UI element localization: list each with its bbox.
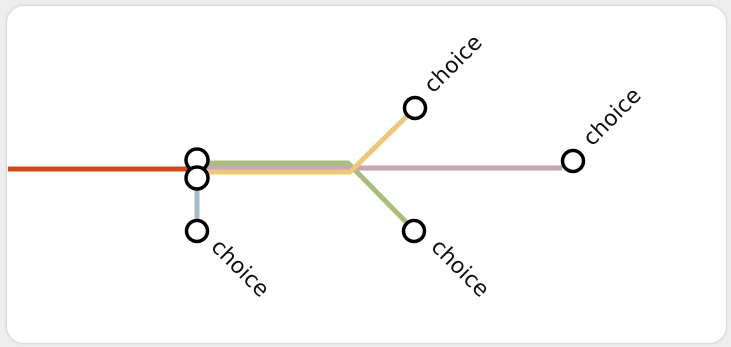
choice-label-right: choice: [579, 83, 647, 151]
branch-node-lower[interactable]: [184, 165, 210, 191]
yellow-branch-line: [205, 114, 409, 175]
diagram-card: [6, 5, 727, 344]
choice-label-upper-mid: choice: [420, 30, 488, 98]
choice-label-down: choice: [206, 235, 274, 303]
choice-node-lower-mid[interactable]: [401, 218, 427, 244]
choice-node-upper-mid[interactable]: [402, 95, 428, 121]
green-branch-line: [205, 160, 408, 224]
choice-label-lower-mid: choice: [426, 235, 494, 303]
choice-node-down[interactable]: [184, 218, 210, 244]
choice-node-right[interactable]: [560, 148, 586, 174]
